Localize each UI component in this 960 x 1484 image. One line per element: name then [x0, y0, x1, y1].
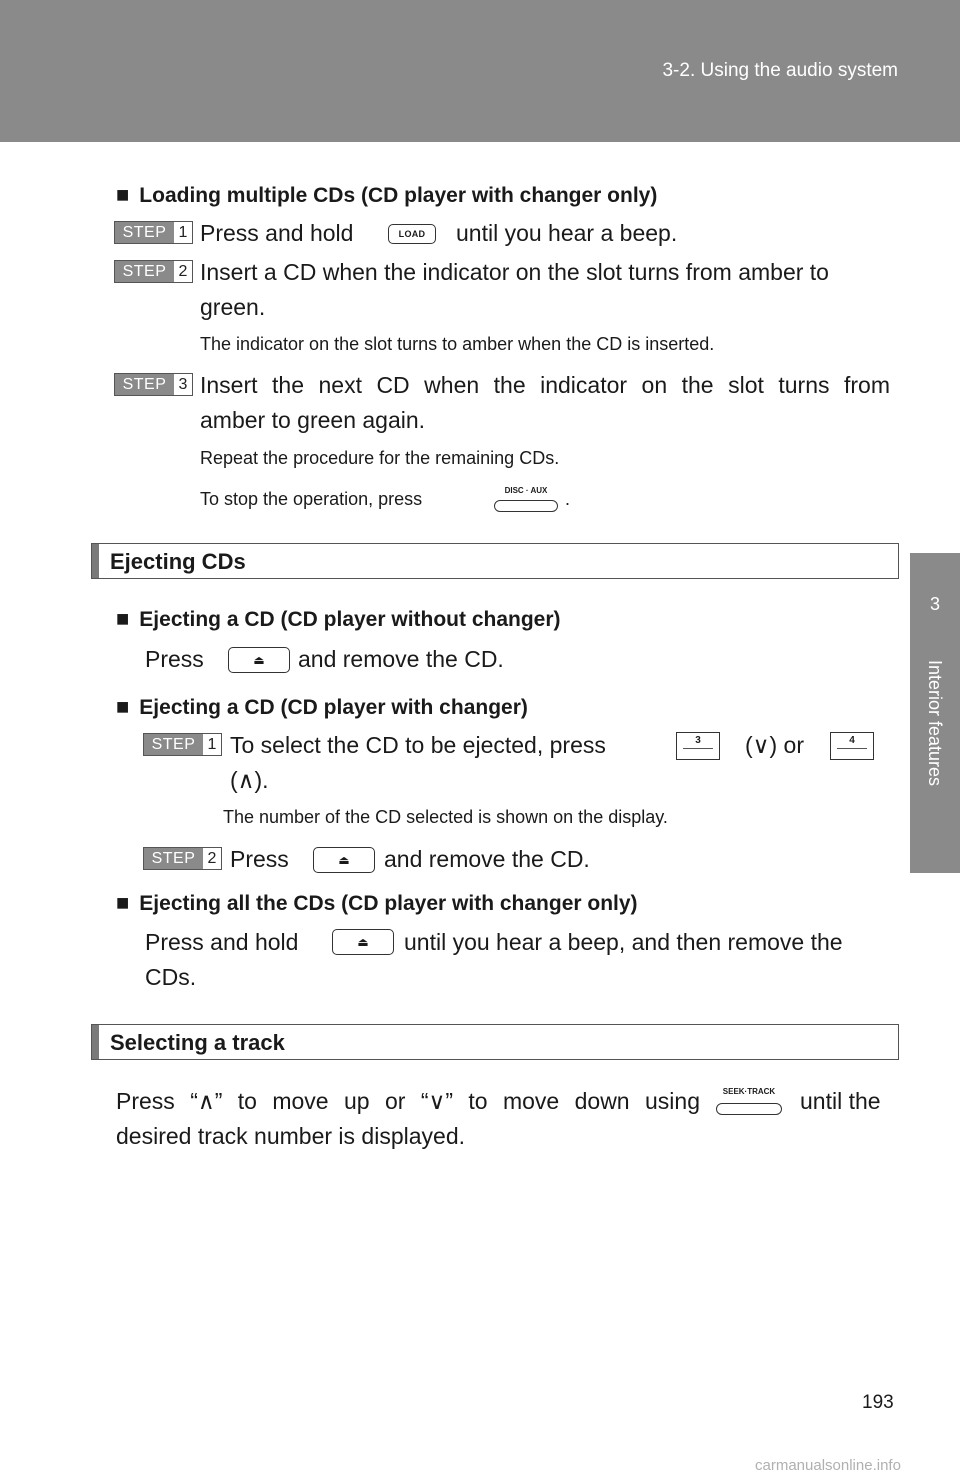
step2-line2: green. — [200, 294, 266, 320]
eject-button-icon: ⏏ — [332, 929, 394, 955]
track-line1-a: Press “∧” to move up or “∨” to move down… — [116, 1088, 700, 1114]
eject-button-icon: ⏏ — [228, 647, 290, 673]
disc-aux-button-icon: DISC · AUX — [494, 486, 558, 512]
eject-step1-pre: To select the CD to be ejected, press — [230, 732, 606, 758]
track-line1-b: until the — [800, 1088, 881, 1114]
eject-no-changer-pre: Press — [145, 646, 204, 672]
section-selecting-track: Selecting a track — [91, 1024, 899, 1060]
load-button-icon: LOAD — [388, 224, 436, 244]
step3-line1: Insert the next CD when the indicator on… — [200, 372, 890, 398]
step3-line2: amber to green again. — [200, 407, 426, 433]
page-header: 3-2. Using the audio system — [0, 0, 960, 142]
bullet-square-icon: ■ — [116, 694, 130, 719]
seek-track-button-icon: SEEK·TRACK — [716, 1087, 782, 1115]
eject-no-changer-post: and remove the CD. — [298, 646, 504, 672]
step3-note1: Repeat the procedure for the remaining C… — [200, 448, 560, 468]
loading-heading: ■Loading multiple CDs (CD player with ch… — [116, 182, 658, 207]
eject-all-post: until you hear a beep, and then remove t… — [404, 929, 843, 955]
preset-3-button-icon: 3 — [676, 732, 720, 760]
eject-step1-line2: (∧). — [230, 767, 269, 793]
chapter-number: 3 — [929, 594, 940, 614]
step2-line1: Insert a CD when the indicator on the sl… — [200, 259, 829, 285]
bullet-square-icon: ■ — [116, 890, 130, 915]
step1-text-post: until you hear a beep. — [456, 220, 678, 246]
eject-button-icon: ⏏ — [313, 847, 375, 873]
section-breadcrumb: 3-2. Using the audio system — [662, 60, 898, 81]
step2-note: The indicator on the slot turns to amber… — [200, 334, 715, 354]
eject-with-changer-heading: ■Ejecting a CD (CD player with changer) — [116, 694, 528, 719]
preset-4-button-icon: 4 — [830, 732, 874, 760]
chapter-label: Interior features — [925, 660, 945, 787]
track-line2: desired track number is displayed. — [116, 1123, 465, 1149]
eject-step1-mid: (∨) or — [745, 732, 804, 758]
section-title: Selecting a track — [110, 1030, 285, 1055]
step3-note2-post: . — [565, 489, 571, 509]
section-title: Ejecting CDs — [110, 549, 246, 574]
chapter-label-wrap: Interior features — [912, 660, 958, 860]
watermark: carmanualsonline.info — [755, 1457, 901, 1474]
step1-text-pre: Press and hold — [200, 220, 354, 246]
eject-step2-post: and remove the CD. — [384, 846, 590, 872]
eject-step2-pre: Press — [230, 846, 289, 872]
eject-all-line2: CDs. — [145, 964, 197, 990]
eject-all-pre: Press and hold — [145, 929, 299, 955]
bullet-square-icon: ■ — [116, 182, 130, 207]
chapter-tab: 3 — [910, 553, 960, 873]
section-ejecting: Ejecting CDs — [91, 543, 899, 579]
page-number: 193 — [862, 1392, 894, 1413]
eject-all-heading: ■Ejecting all the CDs (CD player with ch… — [116, 890, 638, 915]
eject-step1-note: The number of the CD selected is shown o… — [223, 807, 668, 827]
bullet-square-icon: ■ — [116, 606, 130, 631]
eject-no-changer-heading: ■Ejecting a CD (CD player without change… — [116, 606, 561, 631]
step3-note2-pre: To stop the operation, press — [200, 489, 423, 509]
